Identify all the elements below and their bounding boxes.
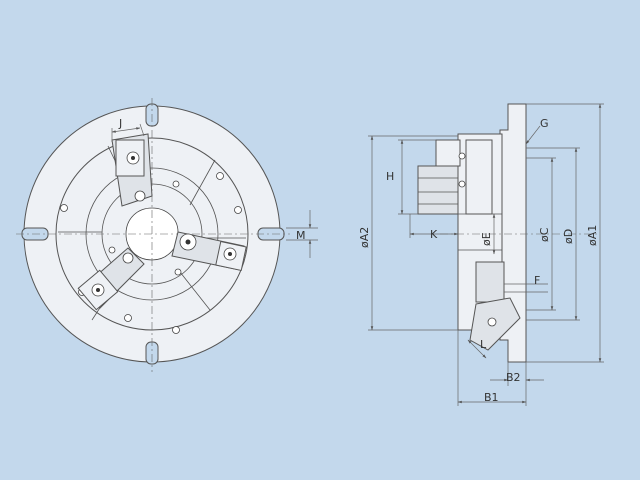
label-j: J [118,117,122,130]
dim-j: J [111,117,145,142]
label-l: L [480,338,487,351]
jaw-top [111,133,153,207]
dim-k: K [409,214,459,241]
dim-d: øD [526,147,580,321]
adapter-flange [499,103,527,363]
label-b1: B1 [484,391,499,404]
dim-b2: B2 [490,362,544,386]
label-h: H [386,170,394,183]
label-e: øE [480,232,493,246]
label-g: G [540,117,549,130]
label-a2: øA2 [358,227,371,248]
dim-a1: øA1 [526,103,604,363]
dim-l: L [467,338,487,359]
label-a1: øA1 [586,225,599,246]
dim-h: H [386,139,436,215]
jaw-right [171,231,247,272]
dim-f: F [504,274,548,293]
side-jaw-bottom [469,261,521,351]
label-f: F [534,274,540,287]
side-jaw-top [417,139,493,215]
dim-a2: øA2 [358,135,458,331]
label-k: K [430,228,438,241]
label-c: øC [538,227,551,242]
label-d: øD [562,229,575,244]
dim-g: G [525,117,549,145]
jaw-left [77,247,145,311]
dim-b1: B1 [457,330,527,406]
dim-c: øC [526,157,556,311]
front-view: J M [16,98,318,372]
label-b2: B2 [506,371,521,384]
side-view: G H K øE øC [358,103,604,406]
bolt-holes [60,172,242,334]
dim-e: øE [480,213,496,255]
dim-m: M [286,210,318,258]
label-m: M [296,229,306,242]
